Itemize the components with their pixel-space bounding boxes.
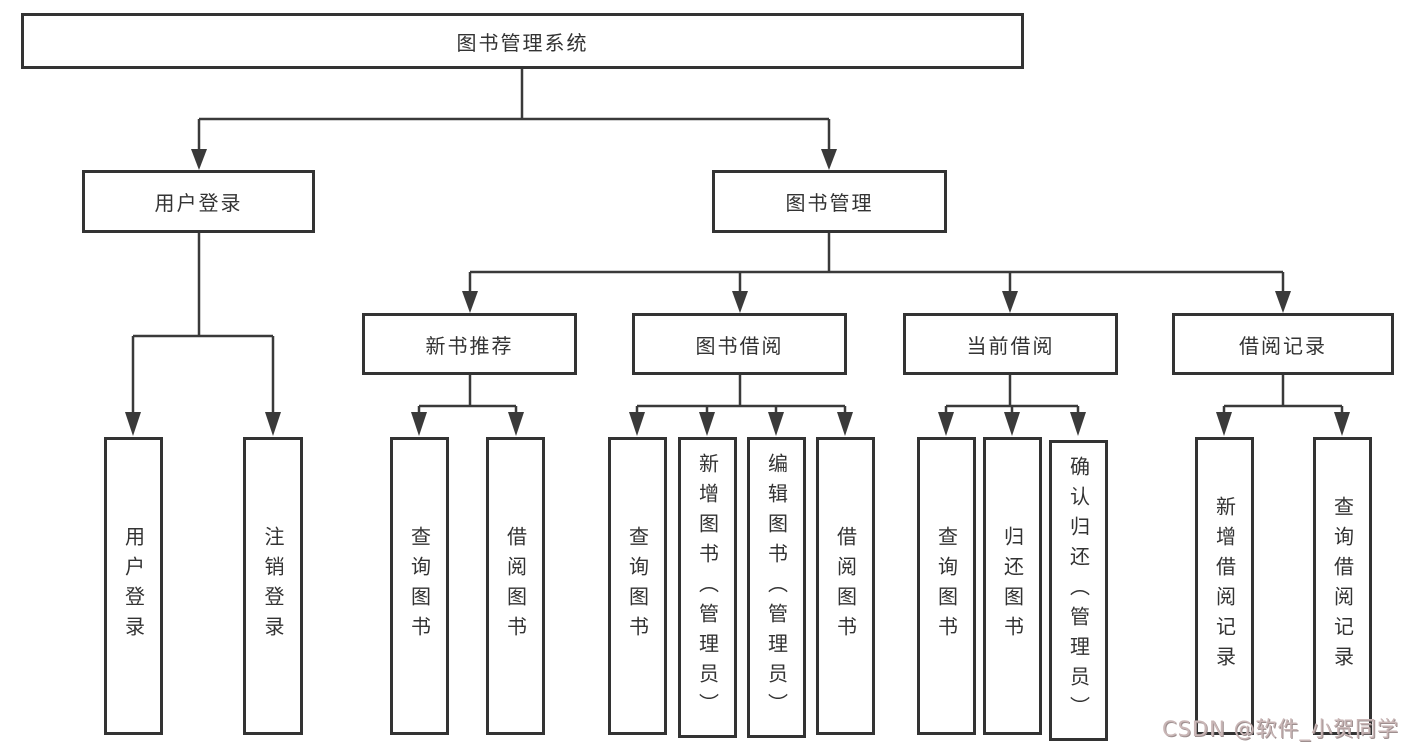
node-user-login: 用户登录	[82, 170, 315, 233]
node-label: 新增图书（管理员）	[695, 452, 720, 723]
leaf-edit-book-admin: 编辑图书（管理员）	[747, 437, 806, 738]
node-label: 注销登录	[261, 526, 285, 646]
leaf-return-books: 归还图书	[983, 437, 1042, 735]
leaf-query-books-current: 查询图书	[917, 437, 976, 735]
node-label: 确认归还（管理员）	[1066, 455, 1091, 726]
node-label: 用户登录	[121, 526, 146, 646]
node-label: 用户登录	[154, 191, 243, 215]
node-book-management: 图书管理	[712, 170, 947, 233]
node-label: 新增借阅记录	[1212, 496, 1237, 676]
node-book-borrowing: 图书借阅	[632, 313, 847, 375]
node-library-management-system: 图书管理系统	[21, 13, 1024, 69]
leaf-query-books-borrowing: 查询图书	[608, 437, 667, 735]
node-label: 查询图书	[934, 526, 959, 646]
leaf-logout: 注销登录	[243, 437, 303, 735]
leaf-borrow-books-borrowing: 借阅图书	[816, 437, 875, 735]
node-label: 编辑图书（管理员）	[764, 452, 789, 723]
node-new-book-recommendation: 新书推荐	[362, 313, 577, 375]
node-label: 查询图书	[407, 526, 432, 646]
node-label: 查询借阅记录	[1330, 496, 1355, 676]
node-label: 新书推荐	[425, 333, 514, 358]
node-label: 图书管理系统	[456, 30, 589, 55]
leaf-borrow-books-recommendation: 借阅图书	[486, 437, 545, 735]
leaf-add-borrowing-record: 新增借阅记录	[1195, 437, 1254, 735]
node-current-borrowing: 当前借阅	[903, 313, 1118, 375]
node-label: 借阅图书	[503, 526, 528, 646]
node-label: 图书管理	[785, 191, 874, 215]
node-label: 借阅记录	[1239, 333, 1327, 358]
node-borrowing-records: 借阅记录	[1172, 313, 1394, 375]
node-label: 借阅图书	[833, 526, 858, 646]
node-label: 当前借阅	[966, 333, 1055, 358]
leaf-query-books-recommendation: 查询图书	[390, 437, 449, 735]
node-label: 查询图书	[625, 526, 650, 646]
leaf-query-borrowing-record: 查询借阅记录	[1313, 437, 1372, 735]
leaf-user-login: 用户登录	[104, 437, 163, 735]
node-label: 归还图书	[1000, 526, 1025, 646]
leaf-add-book-admin: 新增图书（管理员）	[678, 437, 737, 738]
watermark: CSDN @软件_小贺同学	[1161, 717, 1399, 741]
node-label: 图书借阅	[695, 333, 784, 358]
leaf-confirm-return-admin: 确认归还（管理员）	[1049, 440, 1108, 741]
